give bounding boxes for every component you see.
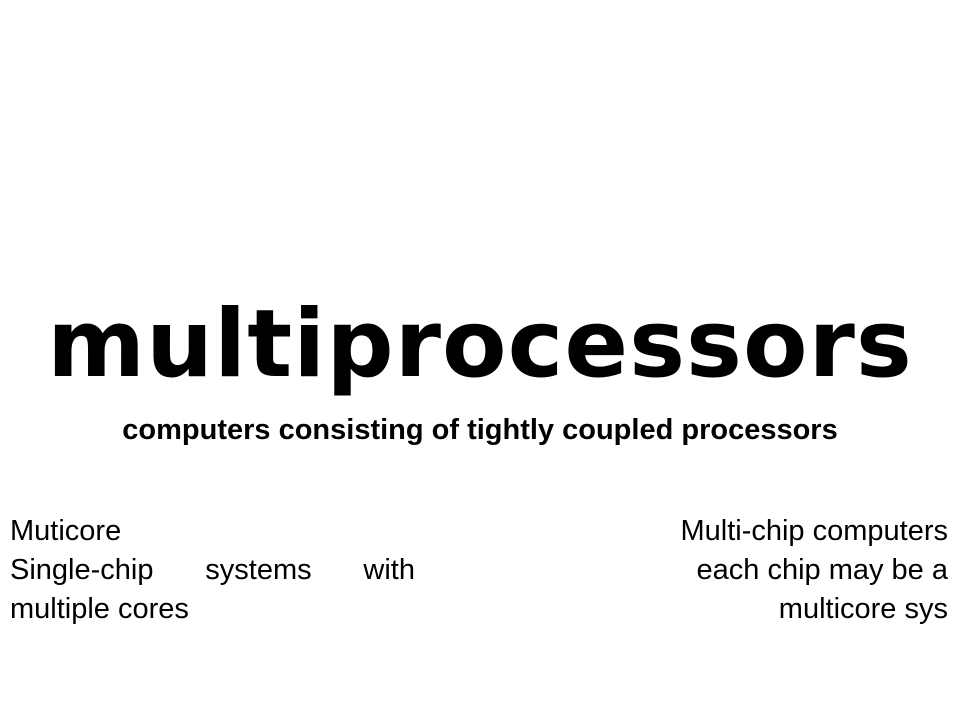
left-column-heading: Muticore [10,515,122,547]
left-column-word: systems [205,554,312,586]
right-column-line-3: multicore sys [778,593,948,625]
slide-subtitle: computers consisting of tightly coupled … [122,414,838,446]
right-column-line-1: Multi-chip computers [680,515,948,547]
right-column: Multi-chip computers each chip may be a … [528,512,948,629]
slide-title: multiprocessors [47,290,913,399]
left-column-word: with [363,554,415,586]
left-column-line-3: multiple cores [10,593,189,625]
left-column-word: Single-chip [10,554,154,586]
right-column-line-2: each chip may be a [696,554,948,586]
left-column-line-2: Single-chip systems with [10,551,415,590]
left-column: Muticore Single-chip systems with multip… [10,512,430,629]
